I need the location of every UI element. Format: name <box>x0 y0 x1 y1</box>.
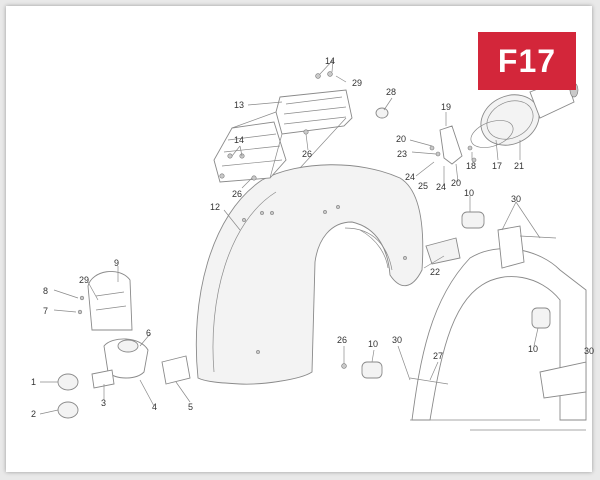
callout-24: 24 <box>436 182 446 192</box>
callout-23: 26 <box>337 335 347 345</box>
callout-4: 4 <box>152 402 157 412</box>
callout-13: 13 <box>234 100 244 110</box>
hardware-bolts <box>219 71 347 369</box>
callout-22: 22 <box>430 267 440 277</box>
callout-labels: 14 29 13 14 26 26 12 28 19 20 23 24 25 2… <box>31 56 594 419</box>
callout-26: 25 <box>418 181 428 191</box>
callout-12: 12 <box>210 202 220 212</box>
callout-10: 10 <box>528 344 538 354</box>
callout-14: 14 <box>234 135 244 145</box>
callout-28: 28 <box>386 87 396 97</box>
callout-10: 10 <box>464 188 474 198</box>
rear-fender <box>195 164 424 385</box>
callout-2: 2 <box>31 409 36 419</box>
luggage-rack <box>213 89 353 183</box>
callout-1: 1 <box>31 377 36 387</box>
callout-30: 30 <box>584 346 594 356</box>
callout-29: 29 <box>352 78 362 88</box>
callout-20: 20 <box>451 178 461 188</box>
callout-7: 7 <box>43 306 48 316</box>
turn-signal-assembly <box>57 271 191 419</box>
callout-20: 20 <box>396 134 406 144</box>
callout-30: 30 <box>511 194 521 204</box>
callout-24: 23 <box>397 149 407 159</box>
callout-27: 27 <box>433 351 443 361</box>
callout-8: 8 <box>43 286 48 296</box>
exploded-parts-diagram: 14 29 13 14 26 26 12 28 19 20 23 24 25 2… <box>31 56 594 431</box>
callout-5: 5 <box>188 402 193 412</box>
diagram-sheet: 14 29 13 14 26 26 12 28 19 20 23 24 25 2… <box>6 6 594 472</box>
callout-17: 17 <box>492 161 502 171</box>
callout-26: 26 <box>302 149 312 159</box>
callout-9: 9 <box>114 258 119 268</box>
callout-29: 29 <box>79 275 89 285</box>
callout-26: 26 <box>232 189 242 199</box>
callout-14: 14 <box>325 56 335 66</box>
callout-21: 21 <box>514 161 524 171</box>
license-bracket <box>429 125 477 165</box>
callout-30: 30 <box>392 335 402 345</box>
rubber-pads <box>361 107 551 379</box>
callout-18: 18 <box>466 161 476 171</box>
figure-code-badge: F17 <box>478 32 576 90</box>
callout-10: 10 <box>368 339 378 349</box>
callout-25: 24 <box>405 172 415 182</box>
callout-19: 19 <box>441 102 451 112</box>
callout-3: 3 <box>101 398 106 408</box>
leader-lines <box>39 59 541 415</box>
callout-6: 6 <box>146 328 151 338</box>
rear-frame <box>409 225 587 431</box>
